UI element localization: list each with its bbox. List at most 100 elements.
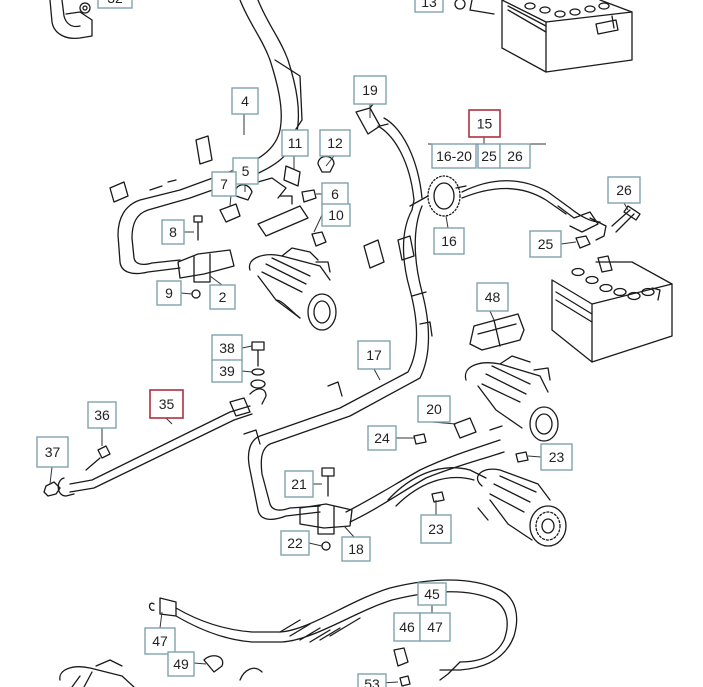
callout-box [149, 389, 184, 419]
callout-15: 15 [468, 109, 501, 138]
callout-26: 26 [607, 176, 641, 204]
battery-top [501, 0, 633, 73]
callout-number: 15 [477, 116, 493, 132]
callout-number: 37 [45, 444, 61, 460]
callout-box [280, 530, 310, 556]
callout-number: 17 [366, 347, 382, 363]
callout-35: 35 [149, 389, 184, 419]
callout-19: 19 [353, 75, 387, 105]
callout-box [232, 157, 259, 185]
bolt-36 [85, 445, 111, 471]
callout-box [319, 129, 351, 157]
callout-23: 23 [540, 443, 573, 471]
callout-box [97, 0, 133, 9]
callout-number: 8 [169, 224, 177, 240]
wiring-loom-upper-left [109, 0, 303, 275]
callout-number: 23 [549, 449, 565, 465]
wiring-loom-main [243, 205, 433, 521]
callout-number: 38 [219, 340, 235, 356]
callout-48: 48 [476, 282, 509, 312]
callout-box [431, 143, 477, 169]
nut-37 [43, 481, 61, 497]
callout-box [167, 651, 195, 677]
callout-number: 25 [538, 236, 554, 252]
callout-number: 20 [426, 401, 442, 417]
callout-number: 9 [165, 285, 173, 301]
callout-box [420, 514, 452, 544]
callout-number: 47 [427, 619, 443, 635]
callout-number: 36 [94, 407, 110, 423]
callout-number: 21 [291, 476, 307, 492]
callout-13: 13 [414, 0, 444, 13]
callout-box [144, 627, 176, 655]
callout-box [281, 129, 309, 157]
callout-number: 35 [159, 396, 175, 412]
callout-box [367, 425, 397, 451]
callout-box [36, 436, 69, 468]
callout-number: 39 [219, 363, 235, 379]
callout-number: 19 [362, 82, 378, 98]
nut-25 [575, 235, 591, 249]
callout-box [414, 0, 444, 13]
callout-2: 2 [209, 284, 236, 310]
bolt-8 [193, 215, 203, 241]
battery-lower [551, 255, 673, 363]
callout-number: 48 [485, 289, 501, 305]
junction-2 [177, 249, 235, 299]
callout-25: 25 [529, 230, 562, 258]
callout-11: 11 [281, 129, 309, 157]
callout-box [161, 219, 185, 245]
bracket-top-left [49, 0, 93, 40]
callout-number: 16 [441, 233, 457, 249]
callout-24: 24 [367, 425, 397, 451]
callout-16: 16 [433, 227, 465, 255]
callout-39: 39 [211, 359, 243, 383]
callout-number: 12 [327, 135, 343, 151]
callout-number: 26 [616, 182, 632, 198]
callout-box [211, 359, 243, 383]
starter-motor-lower [464, 355, 559, 442]
callout-46: 46 [393, 612, 421, 642]
callout-37: 37 [36, 436, 69, 468]
callout-10: 10 [321, 203, 351, 227]
callout-21: 21 [284, 470, 314, 498]
callout-box [321, 203, 351, 227]
callout-number: 24 [374, 430, 390, 446]
callout-45: 45 [417, 582, 447, 606]
callout-box [211, 171, 237, 197]
callout-number: 49 [173, 656, 189, 672]
callout-23: 23 [420, 514, 452, 544]
callout-26: 26 [499, 143, 531, 169]
callout-number: 7 [220, 176, 228, 192]
callout-box [417, 582, 447, 606]
cable-35 [57, 388, 267, 497]
callout-47: 47 [419, 612, 451, 642]
callout-box [209, 284, 236, 310]
callout-box [540, 443, 573, 471]
callout-number: 53 [364, 676, 380, 687]
callout-number: 6 [331, 186, 339, 202]
callout-36: 36 [87, 401, 117, 429]
callout-number: 5 [242, 163, 250, 179]
callout-box [357, 673, 387, 687]
nut-13 [454, 0, 495, 15]
callout-number: 25 [481, 148, 497, 164]
callout-8: 8 [161, 219, 185, 245]
callout-box [357, 340, 391, 370]
callout-number: 13 [421, 0, 437, 10]
callout-box [607, 176, 641, 204]
callout-number: 46 [399, 619, 415, 635]
callout-47: 47 [144, 627, 176, 655]
callout-box [231, 87, 259, 115]
callout-12: 12 [319, 129, 351, 157]
harness-bottom [148, 579, 518, 687]
callout-box [433, 227, 465, 255]
callout-25: 25 [477, 143, 501, 169]
bolt-38 [250, 341, 266, 389]
starter-motor-upper [248, 247, 337, 331]
bolt-26 [611, 205, 641, 233]
callout-number: 45 [424, 586, 440, 602]
callout-7: 7 [211, 171, 237, 197]
